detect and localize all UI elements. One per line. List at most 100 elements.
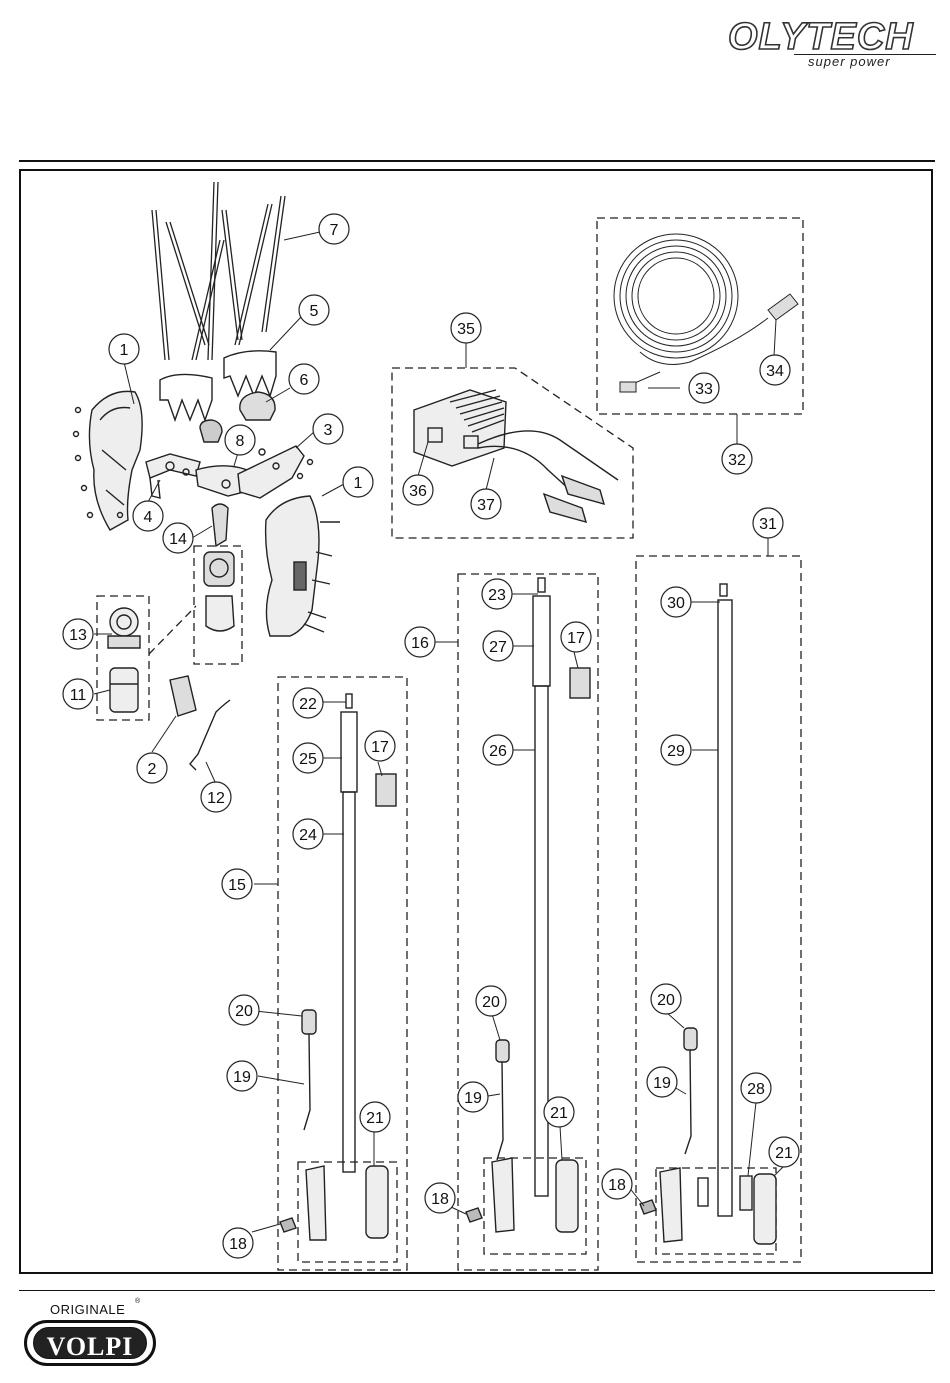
callout-number: 7 [330, 222, 339, 239]
callout-c21c: 21 [769, 1137, 799, 1167]
callout-c5: 5 [299, 295, 329, 325]
callout-c12: 12 [201, 782, 231, 812]
callout-number: 37 [477, 497, 495, 514]
callout-number: 26 [489, 743, 507, 760]
callout-c31: 31 [753, 508, 783, 538]
callout-number: 19 [233, 1069, 251, 1086]
callout-number: 18 [608, 1177, 626, 1194]
callout-number: 18 [431, 1191, 449, 1208]
callout-number: 21 [366, 1110, 384, 1127]
callout-number: 8 [236, 433, 245, 450]
callout-number: 20 [482, 994, 500, 1011]
callout-c15: 15 [222, 869, 252, 899]
callout-c34: 34 [760, 355, 790, 385]
callout-number: 15 [228, 877, 246, 894]
leader-lines [94, 232, 784, 1232]
callout-c24: 24 [293, 819, 323, 849]
callout-c1a: 1 [109, 334, 139, 364]
pole-assembly-16 [466, 578, 590, 1232]
callout-c16: 16 [405, 627, 435, 657]
cap-small [200, 420, 222, 442]
callout-c13: 13 [63, 619, 93, 649]
volpi-badge: VOLPI [24, 1320, 156, 1366]
trigger-motor-part-14 [204, 504, 234, 631]
callout-number: 20 [657, 992, 675, 1009]
callout-c27: 27 [483, 631, 513, 661]
rods-part-7 [152, 182, 285, 360]
callout-layer: 1123456781112131415161717181818191919202… [63, 214, 799, 1258]
callout-c17b: 17 [561, 622, 591, 652]
callout-number: 33 [695, 381, 713, 398]
volpi-logo: ORIGINALE ® VOLPI [22, 1298, 162, 1372]
callout-number: 6 [300, 372, 309, 389]
callout-number: 22 [299, 696, 317, 713]
callout-c4: 4 [133, 501, 163, 531]
pole-assembly-15 [280, 694, 396, 1240]
callout-number: 21 [550, 1105, 568, 1122]
callout-c20a: 20 [229, 995, 259, 1025]
registered-mark: ® [135, 1298, 140, 1305]
callout-number: 11 [70, 687, 87, 704]
callout-number: 18 [229, 1236, 247, 1253]
callout-number: 29 [667, 743, 685, 760]
spool-parts-13-11 [108, 608, 140, 712]
callout-c3: 3 [313, 414, 343, 444]
callout-number: 21 [775, 1145, 793, 1162]
callout-c29: 29 [661, 735, 691, 765]
callout-c8: 8 [225, 425, 255, 455]
callout-c11: 11 [63, 679, 93, 709]
callout-c20c: 20 [651, 984, 681, 1014]
callout-number: 2 [148, 761, 157, 778]
callout-number: 20 [235, 1003, 253, 1020]
callout-c19c: 19 [647, 1067, 677, 1097]
callout-number: 25 [299, 751, 317, 768]
callout-c33: 33 [689, 373, 719, 403]
callout-c14: 14 [163, 523, 193, 553]
callout-number: 4 [144, 509, 153, 526]
callout-number: 27 [489, 639, 507, 656]
callout-c35: 35 [451, 313, 481, 343]
callout-number: 12 [207, 790, 225, 807]
callout-c6: 6 [289, 364, 319, 394]
callout-number: 3 [324, 422, 333, 439]
callout-c18b: 18 [425, 1183, 455, 1213]
callout-c19b: 19 [458, 1082, 488, 1112]
callout-number: 17 [371, 739, 389, 756]
callout-number: 36 [409, 483, 427, 500]
callout-number: 5 [310, 303, 319, 320]
cap-part-6 [240, 392, 275, 420]
callout-c19a: 19 [227, 1061, 257, 1091]
callout-c21b: 21 [544, 1097, 574, 1127]
callout-number: 16 [411, 635, 429, 652]
callout-number: 35 [457, 321, 475, 338]
callout-number: 1 [120, 342, 129, 359]
pole-assembly-31 [640, 584, 776, 1244]
callout-c18c: 18 [602, 1169, 632, 1199]
callout-c26: 26 [483, 735, 513, 765]
volpi-name: VOLPI [34, 1332, 146, 1362]
sleeve-part-2 [170, 676, 196, 716]
callout-c17a: 17 [365, 731, 395, 761]
callout-number: 24 [299, 827, 317, 844]
callout-c36: 36 [403, 475, 433, 505]
callout-c21a: 21 [360, 1102, 390, 1132]
callout-c32: 32 [722, 444, 752, 474]
callout-c7: 7 [319, 214, 349, 244]
callout-c20b: 20 [476, 986, 506, 1016]
callout-number: 32 [728, 452, 746, 469]
callout-number: 23 [488, 587, 506, 604]
handle-shell-right [266, 496, 340, 636]
callout-number: 31 [759, 516, 777, 533]
callout-c2: 2 [137, 753, 167, 783]
callout-c37: 37 [471, 489, 501, 519]
volpi-originale-text: ORIGINALE [50, 1302, 125, 1317]
callout-number: 34 [766, 363, 784, 380]
handle-shell-left [74, 391, 143, 530]
callout-c1b: 1 [343, 467, 373, 497]
callout-c23: 23 [482, 579, 512, 609]
charger-part-35 [414, 390, 618, 522]
callout-number: 30 [667, 595, 685, 612]
callout-number: 1 [354, 475, 363, 492]
callout-number: 14 [169, 531, 187, 548]
callout-c28: 28 [741, 1073, 771, 1103]
